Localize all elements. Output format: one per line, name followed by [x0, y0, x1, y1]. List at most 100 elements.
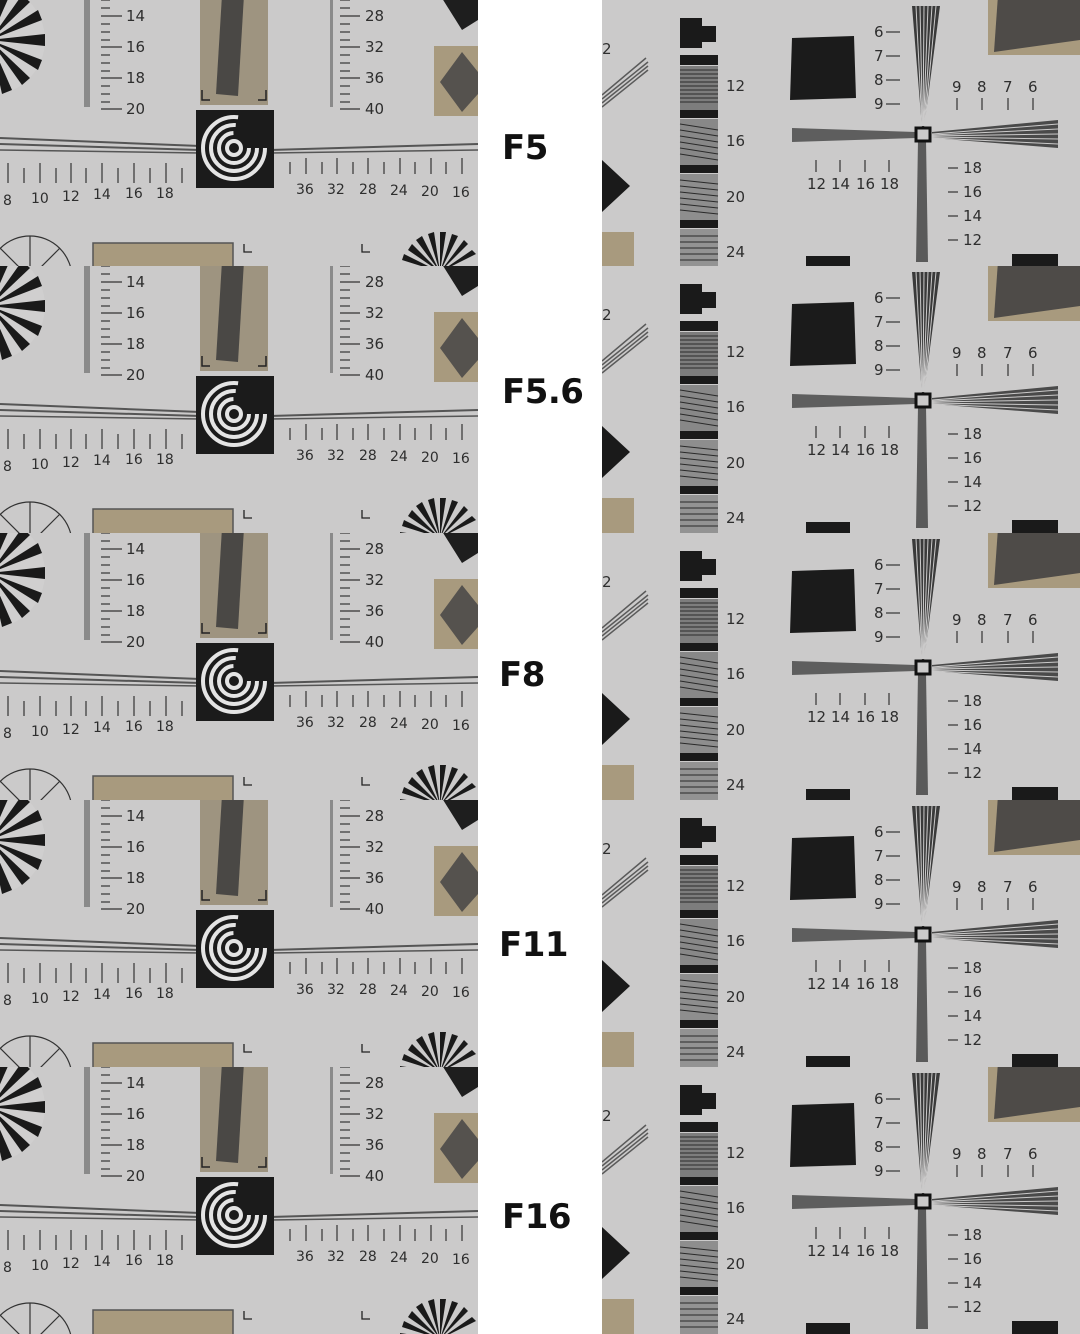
bottom-black-block	[1012, 1321, 1058, 1334]
ruler-label: 14	[93, 1254, 111, 1270]
top-right-scale-label: 6	[1028, 344, 1038, 362]
top-scale-label: 8	[874, 71, 884, 89]
bottom-black-block	[806, 1323, 850, 1334]
ruler-label: 14	[93, 453, 111, 469]
black-triangle	[602, 960, 630, 1012]
bottom-scale-label: 16	[963, 1250, 982, 1268]
bottom-black-block	[1012, 787, 1058, 800]
vertical-scale-2: 28 32 36 40	[330, 0, 384, 118]
vs2-label: 28	[365, 1074, 384, 1092]
bar-label: 12	[726, 1144, 745, 1162]
vs1-label: 16	[126, 38, 145, 56]
tan-patch-with-slanted-bar	[200, 1067, 268, 1172]
test-chart-left-crop: 14 16 18 20 28 32 36 40	[0, 800, 478, 1067]
concentric-ring-target	[196, 643, 274, 721]
ruler-label: 16	[125, 986, 143, 1002]
ruler-label: 16	[452, 718, 470, 734]
top-scale-label: 9	[874, 95, 884, 113]
tan-patch-with-slanted-bar	[200, 533, 268, 638]
bar-label: 24	[726, 509, 745, 527]
bottom-black-block	[806, 256, 850, 266]
ruler-label: 14	[93, 987, 111, 1003]
siemens-star-left	[0, 1067, 45, 1162]
ruler-label: 20	[421, 717, 439, 733]
edge-label: 2	[602, 40, 612, 58]
bar-label: 12	[726, 877, 745, 895]
left-scale-label: 14	[831, 708, 850, 726]
ruler-label: 8	[3, 993, 12, 1009]
crosshair-resolution-target	[792, 1072, 1059, 1329]
bar-label: 20	[726, 988, 745, 1006]
horizontal-ruler	[7, 958, 463, 983]
ruler-label: 8	[3, 726, 12, 742]
left-scale-label: 14	[831, 175, 850, 193]
bottom-radial-arc-left	[0, 1035, 72, 1067]
ruler-label: 14	[93, 187, 111, 203]
ruler-label: 16	[452, 451, 470, 467]
ruler-label: 24	[390, 716, 408, 732]
vs1-label: 20	[126, 633, 145, 651]
bottom-scale-label: 16	[963, 449, 982, 467]
ruler-label: 18	[156, 986, 174, 1002]
ruler-label: 32	[327, 448, 345, 464]
vs2-label: 28	[365, 540, 384, 558]
left-scale-label: 18	[880, 441, 899, 459]
ruler-label: 24	[390, 449, 408, 465]
crosshair-resolution-target	[792, 271, 1059, 528]
top-scale-label: 6	[874, 1090, 884, 1108]
bottom-tan-patch	[92, 508, 234, 533]
concentric-ring-target	[196, 1177, 274, 1255]
bottom-fan-star	[400, 1032, 476, 1067]
test-chart-crop-right: 2 12 16 20 24	[602, 266, 1080, 533]
bottom-fan-star	[400, 498, 476, 533]
vertical-scale-2: 28 32 36 40	[330, 800, 384, 918]
vs2-label: 40	[365, 366, 384, 384]
test-chart-right-crop: 2 12 16 20 24	[602, 800, 1080, 1067]
bottom-tan-patch	[92, 1042, 234, 1067]
vertical-scale-2: 28 32 36 40	[330, 1067, 384, 1185]
bar-label: 16	[726, 132, 745, 150]
black-triangle	[602, 160, 630, 212]
ruler-label: 12	[62, 1256, 80, 1272]
top-scale-label: 8	[874, 1138, 884, 1156]
top-right-tan-patch	[988, 0, 1080, 55]
top-scale-label: 6	[874, 23, 884, 41]
test-chart-left-crop: 14 16 18 20 28 32 36 40	[0, 266, 478, 533]
bar-label: 20	[726, 721, 745, 739]
top-right-scale-label: 9	[952, 611, 962, 629]
bottom-black-block	[1012, 254, 1058, 266]
siemens-star-left	[0, 266, 45, 361]
bar-label: 20	[726, 188, 745, 206]
horizontal-line-pair	[0, 137, 478, 154]
vs2-label: 28	[365, 273, 384, 291]
vs2-label: 36	[365, 602, 384, 620]
vs1-label: 18	[126, 602, 145, 620]
dark-triangle	[443, 0, 478, 30]
concentric-ring-target	[196, 110, 274, 188]
top-scale-label: 7	[874, 580, 884, 598]
test-chart-crop-right: 2 12 16 20 24	[602, 800, 1080, 1067]
horizontal-ruler	[7, 691, 463, 716]
ruler-label: 36	[296, 448, 314, 464]
bottom-radial-arc-left	[0, 235, 71, 266]
edge-label: 2	[602, 306, 612, 324]
top-scale-label: 9	[874, 361, 884, 379]
bar-label: 16	[726, 1199, 745, 1217]
bottom-scale-label: 12	[963, 1031, 982, 1049]
ruler-label: 8	[3, 1260, 12, 1276]
top-right-scale-label: 8	[977, 344, 987, 362]
top-scale-label: 6	[874, 556, 884, 574]
ruler-label: 28	[359, 1249, 377, 1265]
top-right-scale-label: 6	[1028, 1145, 1038, 1163]
ruler-label: 16	[452, 1252, 470, 1268]
tan-patch-with-slanted-bar	[200, 266, 268, 371]
top-right-tan-patch	[988, 800, 1080, 855]
bar-label: 24	[726, 776, 745, 794]
tan-patch-with-diamond	[434, 1113, 478, 1183]
left-scale-label: 14	[831, 975, 850, 993]
test-chart-right-crop: 2 12 16 20 24	[602, 1067, 1080, 1334]
bottom-black-block	[806, 789, 850, 800]
left-scale-label: 18	[880, 1242, 899, 1260]
horizontal-line-pair	[0, 403, 478, 420]
bottom-scale-label: 18	[963, 1226, 982, 1244]
